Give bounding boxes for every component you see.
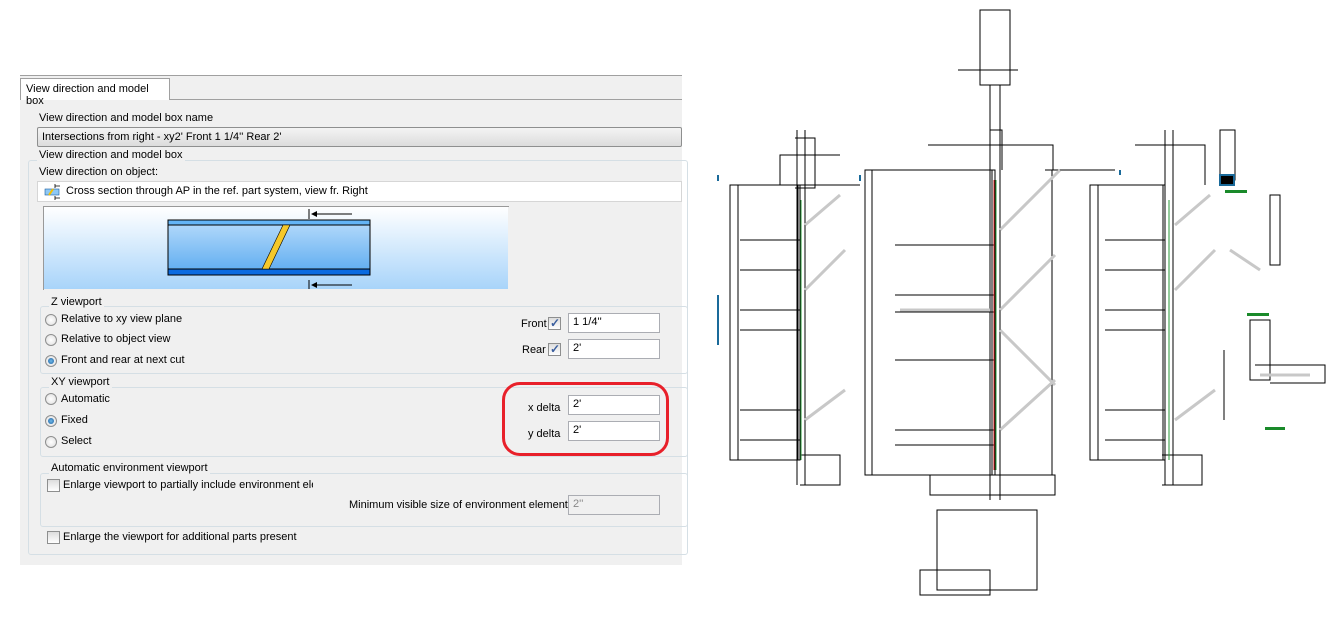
min-size-input: 2'' (568, 495, 660, 515)
view-direction-group-title: View direction and model box (37, 149, 185, 161)
rear-label: Rear (522, 344, 546, 356)
env-viewport-title: Automatic environment viewport (49, 462, 210, 474)
front-input[interactable]: 1 1/4'' (568, 313, 660, 333)
rear-input[interactable]: 2' (568, 339, 660, 359)
highlight-annotation (502, 382, 669, 456)
rear-checkbox[interactable] (548, 342, 561, 356)
z-viewport-group (40, 306, 688, 374)
radio-relative-object[interactable] (45, 334, 57, 346)
radio-front-rear[interactable] (45, 355, 57, 367)
enlarge-additional-label: Enlarge the viewport for additional part… (63, 531, 297, 543)
front-checkbox[interactable] (548, 316, 561, 330)
view-direction-value: Cross section through AP in the ref. par… (66, 185, 368, 197)
cad-drawing-preview (717, 9, 1326, 596)
view-direction-field[interactable]: Cross section through AP in the ref. par… (37, 181, 682, 202)
radio-automatic[interactable] (45, 393, 57, 405)
y-delta-label: y delta (528, 428, 561, 440)
enlarge-additional-checkbox[interactable] (47, 531, 60, 544)
radio-automatic-label: Automatic (61, 393, 110, 405)
radio-select-label: Select (61, 435, 92, 447)
model-box-name-label: View direction and model box name (39, 112, 214, 124)
radio-front-rear-label: Front and rear at next cut (61, 354, 185, 366)
z-viewport-title: Z viewport (49, 296, 104, 308)
radio-fixed-label: Fixed (61, 414, 88, 426)
cross-section-icon (44, 184, 60, 200)
enlarge-env-checkbox[interactable] (47, 479, 60, 492)
enlarge-env-label: Enlarge viewport to partially include en… (63, 479, 313, 491)
xy-viewport-title: XY viewport (49, 376, 112, 388)
radio-relative-object-label: Relative to object view (61, 333, 171, 345)
view-preview-frame (43, 206, 509, 290)
min-size-label: Minimum visible size of environment elem… (349, 499, 574, 511)
x-delta-input[interactable]: 2' (568, 395, 660, 415)
model-box-name-combo[interactable]: Intersections from right - xy2' Front 1 … (37, 127, 682, 147)
cross-section-preview-image (44, 207, 508, 290)
radio-fixed[interactable] (45, 415, 57, 427)
front-label: Front (521, 318, 547, 330)
view-direction-label: View direction on object: (39, 166, 159, 178)
tab-view-direction[interactable]: View direction and model box (20, 78, 170, 107)
radio-relative-xy-label: Relative to xy view plane (61, 313, 183, 325)
xy-viewport-group (40, 387, 688, 457)
tab-divider (170, 99, 682, 100)
radio-select[interactable] (45, 436, 57, 448)
env-viewport-group (40, 473, 688, 527)
y-delta-input[interactable]: 2' (568, 421, 660, 441)
radio-relative-xy[interactable] (45, 314, 57, 326)
x-delta-label: x delta (528, 402, 561, 414)
